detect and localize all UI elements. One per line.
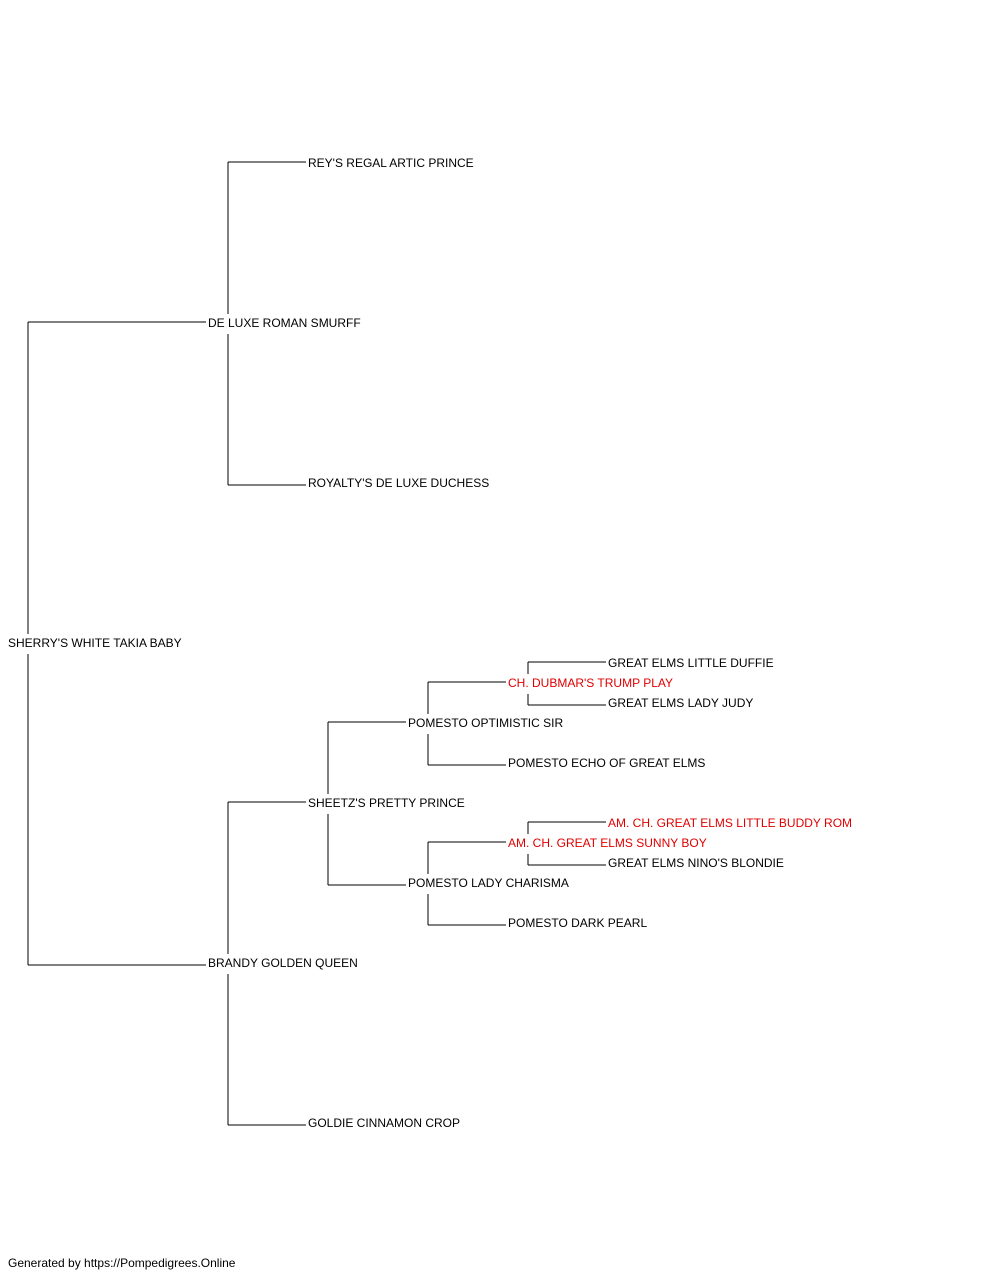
maternal-granddam-name: GOLDIE CINNAMON CROP	[308, 1116, 460, 1130]
ggggdam-great-elms-lady-judy: GREAT ELMS LADY JUDY	[608, 696, 753, 710]
gggsire-great-elms-sunny-boy: AM. CH. GREAT ELMS SUNNY BOY	[508, 836, 707, 850]
paternal-granddam-name: ROYALTY'S DE LUXE DUCHESS	[308, 476, 489, 490]
ggggsire-great-elms-little-buddy-rom: AM. CH. GREAT ELMS LITTLE BUDDY ROM	[608, 816, 852, 830]
generated-by-footer: Generated by https://Pompedigrees.Online	[8, 1256, 236, 1270]
gggdam-pomesto-dark-pearl: POMESTO DARK PEARL	[508, 916, 647, 930]
dam-name: BRANDY GOLDEN QUEEN	[208, 956, 358, 970]
ggdam-pomesto-lady-charisma: POMESTO LADY CHARISMA	[408, 876, 569, 890]
ggggdam-great-elms-ninos-blondie: GREAT ELMS NINO'S BLONDIE	[608, 856, 784, 870]
gggsire-dubmars-trump-play: CH. DUBMAR'S TRUMP PLAY	[508, 676, 673, 690]
ancestor-labels: SHERRY'S WHITE TAKIA BABY DE LUXE ROMAN …	[8, 156, 852, 1130]
ggggsire-great-elms-little-duffie: GREAT ELMS LITTLE DUFFIE	[608, 656, 774, 670]
gggdam-pomesto-echo: POMESTO ECHO OF GREAT ELMS	[508, 756, 705, 770]
paternal-grandsire-name: REY'S REGAL ARTIC PRINCE	[308, 156, 474, 170]
connector-lines	[27, 161, 606, 1126]
ggsire-pomesto-optimistic-sir: POMESTO OPTIMISTIC SIR	[408, 716, 563, 730]
subject-name: SHERRY'S WHITE TAKIA BABY	[8, 636, 182, 650]
sire-name: DE LUXE ROMAN SMURFF	[208, 316, 361, 330]
maternal-grandsire-name: SHEETZ'S PRETTY PRINCE	[308, 796, 465, 810]
